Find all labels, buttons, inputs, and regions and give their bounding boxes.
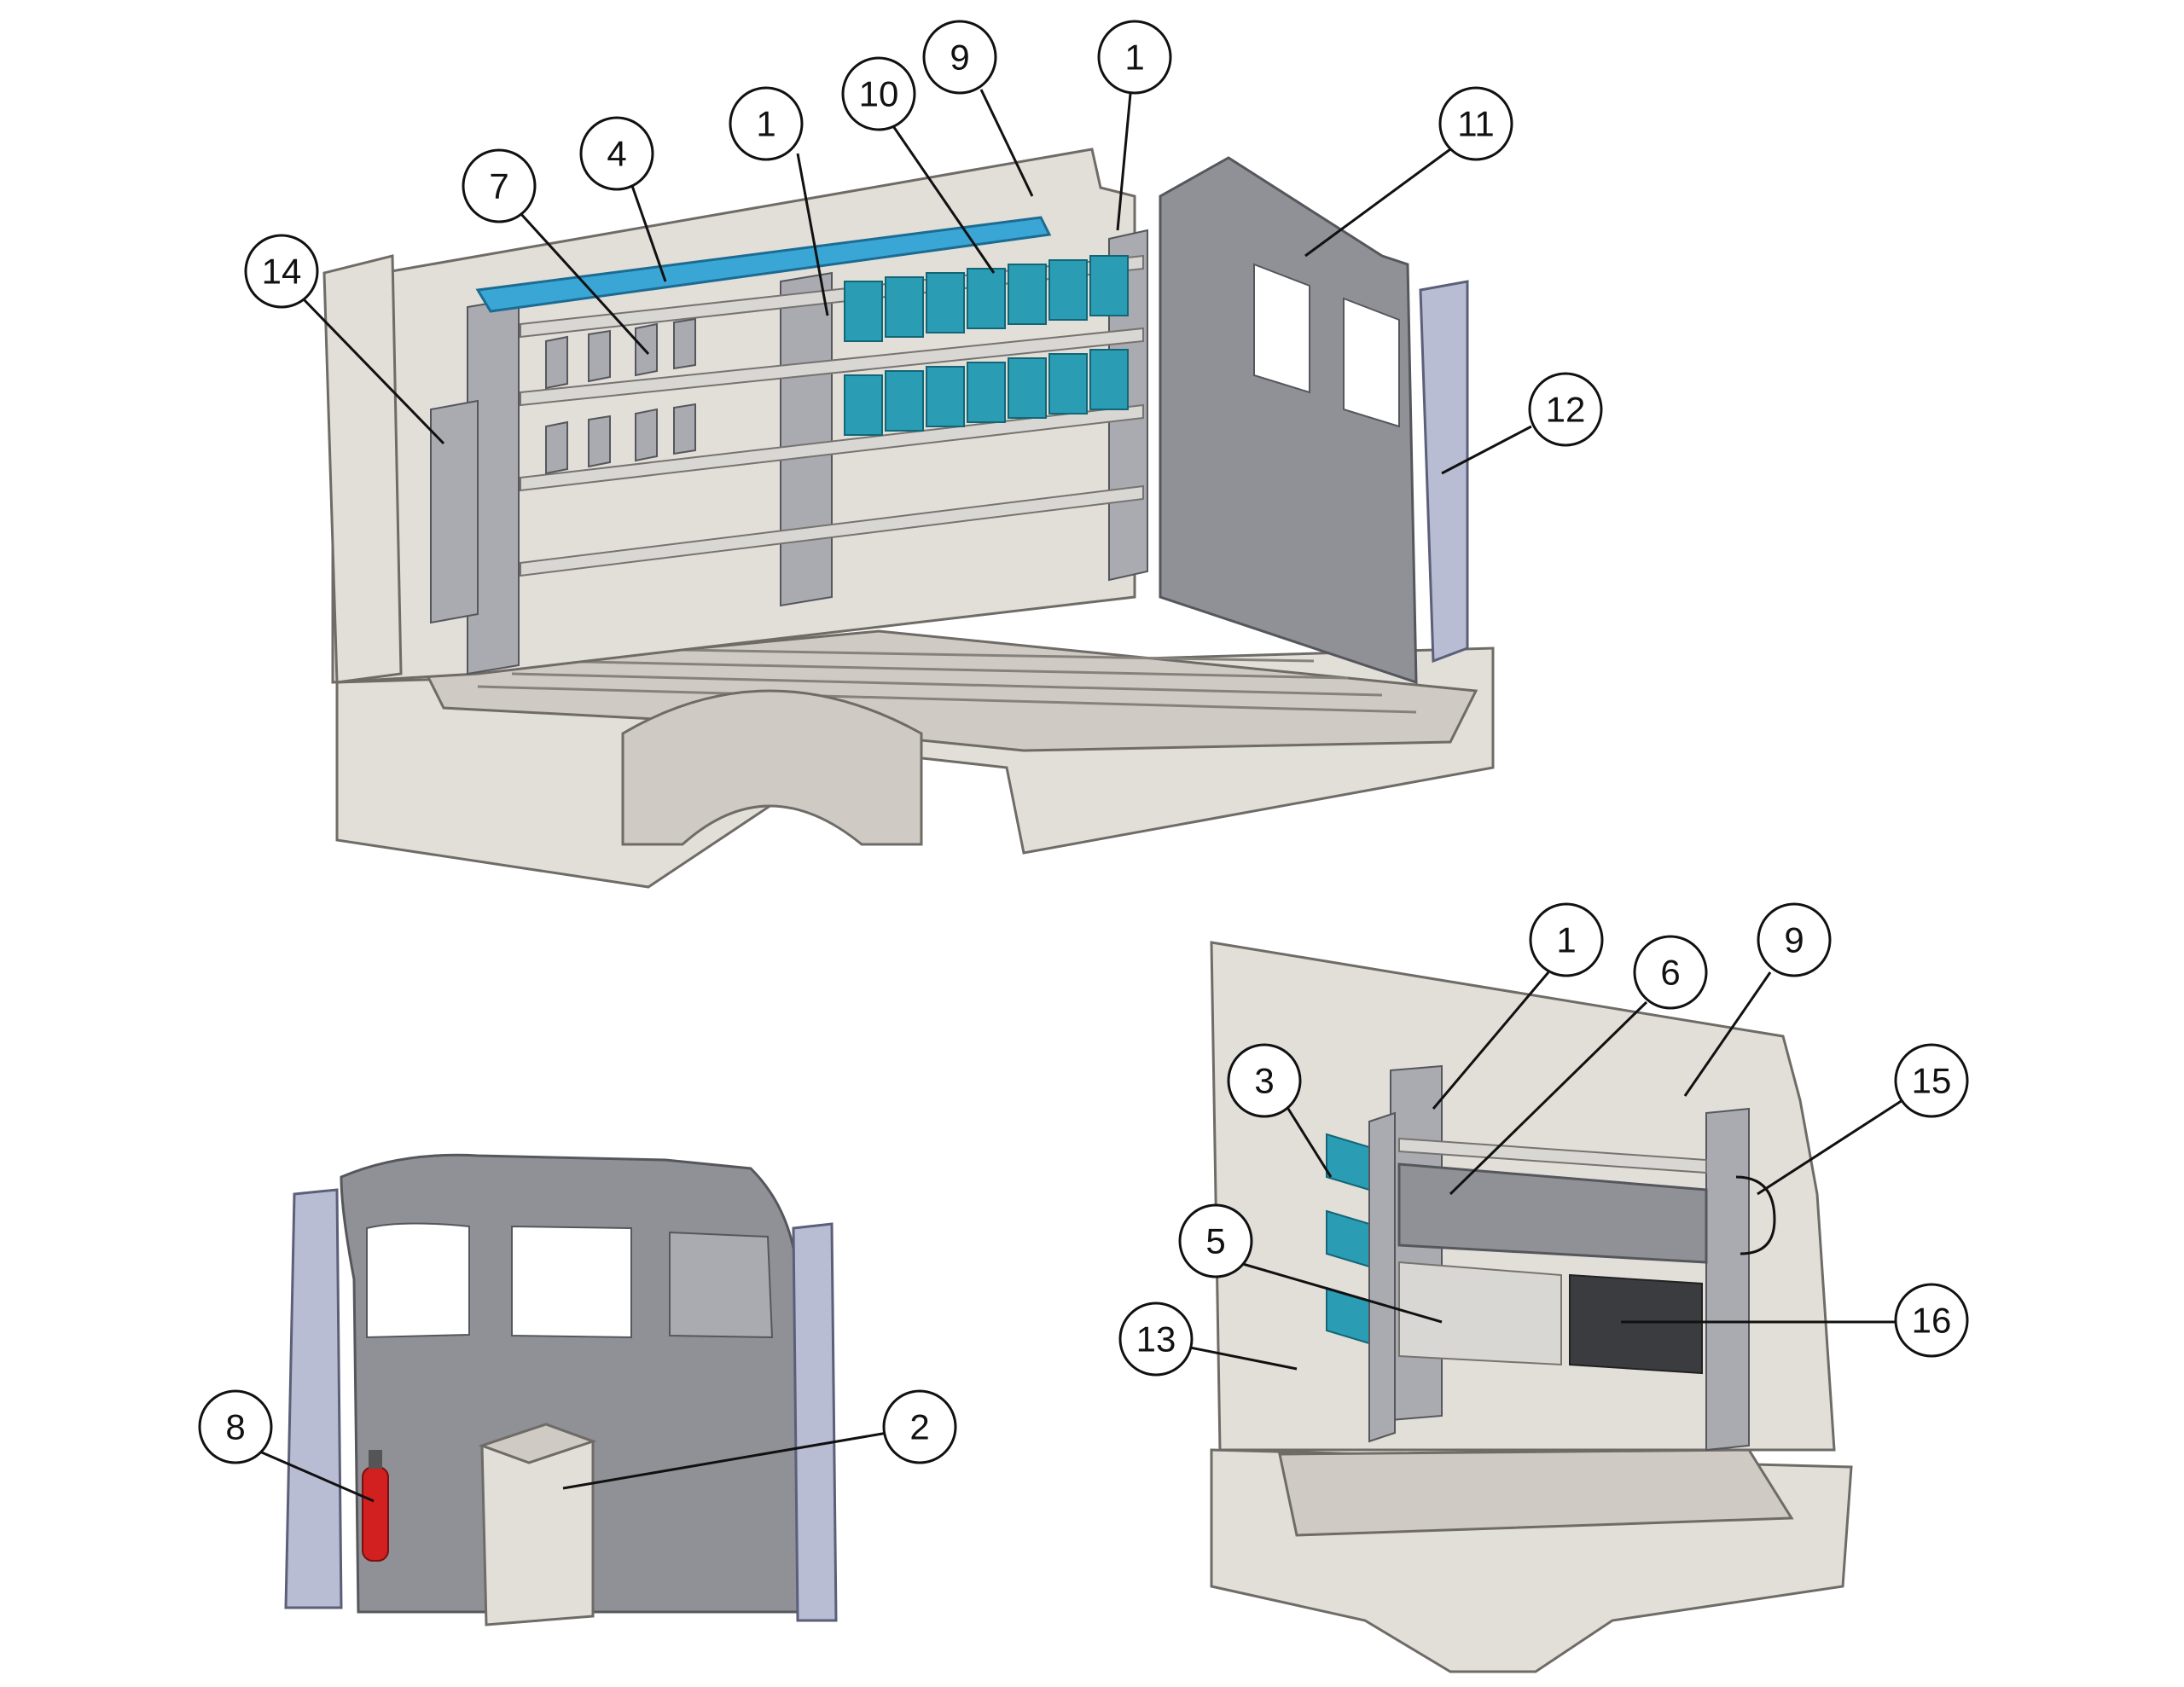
svg-text:1: 1 [1124,38,1144,78]
top-side-rack [430,399,479,624]
top-van-floor-ribs [477,646,1417,714]
callout-1b: 1 [1097,20,1172,231]
callout-12: 12 [1441,372,1603,475]
callout-14: 14 [244,234,445,445]
fire-extinguisher [362,1466,389,1562]
callout-1: 1 [729,86,829,316]
callout-15: 15 [1757,1043,1969,1196]
svg-text:4: 4 [607,134,626,174]
svg-text:3: 3 [1254,1061,1274,1101]
svg-text:11: 11 [1457,104,1495,144]
rear-shelf-end-panel-right [1705,1107,1750,1452]
partition-left-pillar [284,1188,343,1609]
svg-text:15: 15 [1912,1061,1952,1101]
callout-6: 6 [1449,935,1708,1196]
rear-hook [1735,1175,1776,1255]
callout-9: 9 [922,20,1034,197]
svg-text:8: 8 [225,1407,245,1447]
callout-7: 7 [462,148,650,356]
svg-text:1: 1 [756,104,775,144]
top-bulkhead-mesh-left [1253,263,1310,394]
callout-8: 8 [198,1389,375,1503]
rear-floor-bed [1278,1448,1794,1537]
partition-right-pillar [792,1222,838,1622]
rear-drawer-unit [1398,1261,1562,1366]
rear-view [1210,941,1853,1673]
callout-4: 4 [579,116,667,282]
svg-text:9: 9 [950,38,969,78]
callout-16: 16 [1621,1283,1969,1358]
svg-text:9: 9 [1784,920,1804,960]
rear-middle-shelf [1398,1137,1707,1174]
partition-mesh-left [366,1222,470,1339]
callout-2: 2 [562,1389,957,1490]
callout-9b: 9 [1683,902,1832,1097]
rear-side-rack [1368,1111,1396,1443]
svg-text:13: 13 [1136,1319,1176,1359]
svg-text:5: 5 [1205,1221,1225,1261]
top-bulkhead-mesh-right [1343,297,1400,428]
svg-text:10: 10 [859,74,899,114]
fire-extinguisher-valve [369,1450,382,1469]
top-upper-tray [475,216,1052,313]
callout-5: 5 [1178,1203,1443,1324]
svg-text:16: 16 [1912,1301,1952,1341]
partition-view [284,1153,838,1626]
svg-text:1: 1 [1556,920,1576,960]
svg-text:6: 6 [1660,953,1680,993]
top-left-rear-pillar [322,254,403,684]
callout-3: 3 [1227,1043,1333,1178]
callout-13: 13 [1118,1301,1298,1377]
top-van-interior-view [322,148,1495,889]
svg-text:2: 2 [909,1407,929,1447]
top-shelf-divider-panel [780,271,833,607]
svg-text:14: 14 [262,252,302,292]
partition-mesh-right [511,1225,632,1339]
rear-open-compartment [1569,1273,1703,1375]
partition-solid-section [669,1231,774,1339]
partition-cabinet-top [478,1423,597,1464]
svg-text:12: 12 [1546,390,1586,430]
callout-10: 10 [841,56,996,274]
top-wheel-well [621,689,923,846]
callout-1c: 1 [1432,902,1604,1110]
top-storage-bins [844,255,1129,436]
top-bulkhead-partition [1159,156,1418,685]
svg-text:7: 7 [489,166,508,206]
callout-11: 11 [1304,86,1513,258]
rear-upper-cabinet-door [1397,1162,1708,1264]
top-part-dividers [545,317,696,475]
